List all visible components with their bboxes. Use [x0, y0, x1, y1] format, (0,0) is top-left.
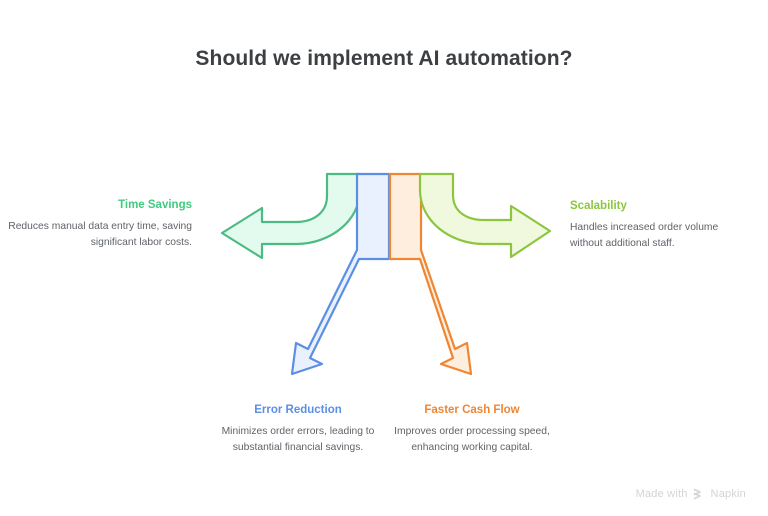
arrow-faster-cash-flow	[388, 172, 473, 376]
branch-heading-scalability: Scalability	[570, 200, 627, 212]
branch-description-error-reduction: Minimizes order errors, leading to subst…	[221, 425, 375, 453]
watermark-brand: Napkin	[710, 488, 746, 500]
napkin-chevron-icon	[693, 488, 706, 500]
arrow-time-savings	[220, 172, 362, 260]
branch-description-scalability: Handles increased order volume without a…	[570, 221, 719, 249]
branch-label-error-reduction: Error Reduction Minimizes order errors, …	[214, 403, 382, 456]
arrow-scalability	[418, 172, 552, 259]
branch-label-faster-cash-flow: Faster Cash Flow Improves order processi…	[386, 403, 558, 456]
branch-heading-time-savings: Time Savings	[118, 199, 192, 211]
branch-description-faster-cash-flow: Improves order processing speed, enhanci…	[394, 425, 550, 453]
watermark-prefix: Made with	[635, 488, 688, 500]
branch-heading-error-reduction: Error Reduction	[254, 404, 342, 416]
branch-heading-faster-cash-flow: Faster Cash Flow	[424, 404, 520, 416]
branch-label-time-savings: Time Savings Reduces manual data entry t…	[8, 198, 192, 251]
branch-label-scalability: Scalability Handles increased order volu…	[570, 199, 750, 252]
napkin-watermark: Made with Napkin	[636, 488, 746, 500]
page-title: Should we implement AI automation?	[195, 47, 573, 70]
branch-description-time-savings: Reduces manual data entry time, saving s…	[8, 220, 192, 248]
